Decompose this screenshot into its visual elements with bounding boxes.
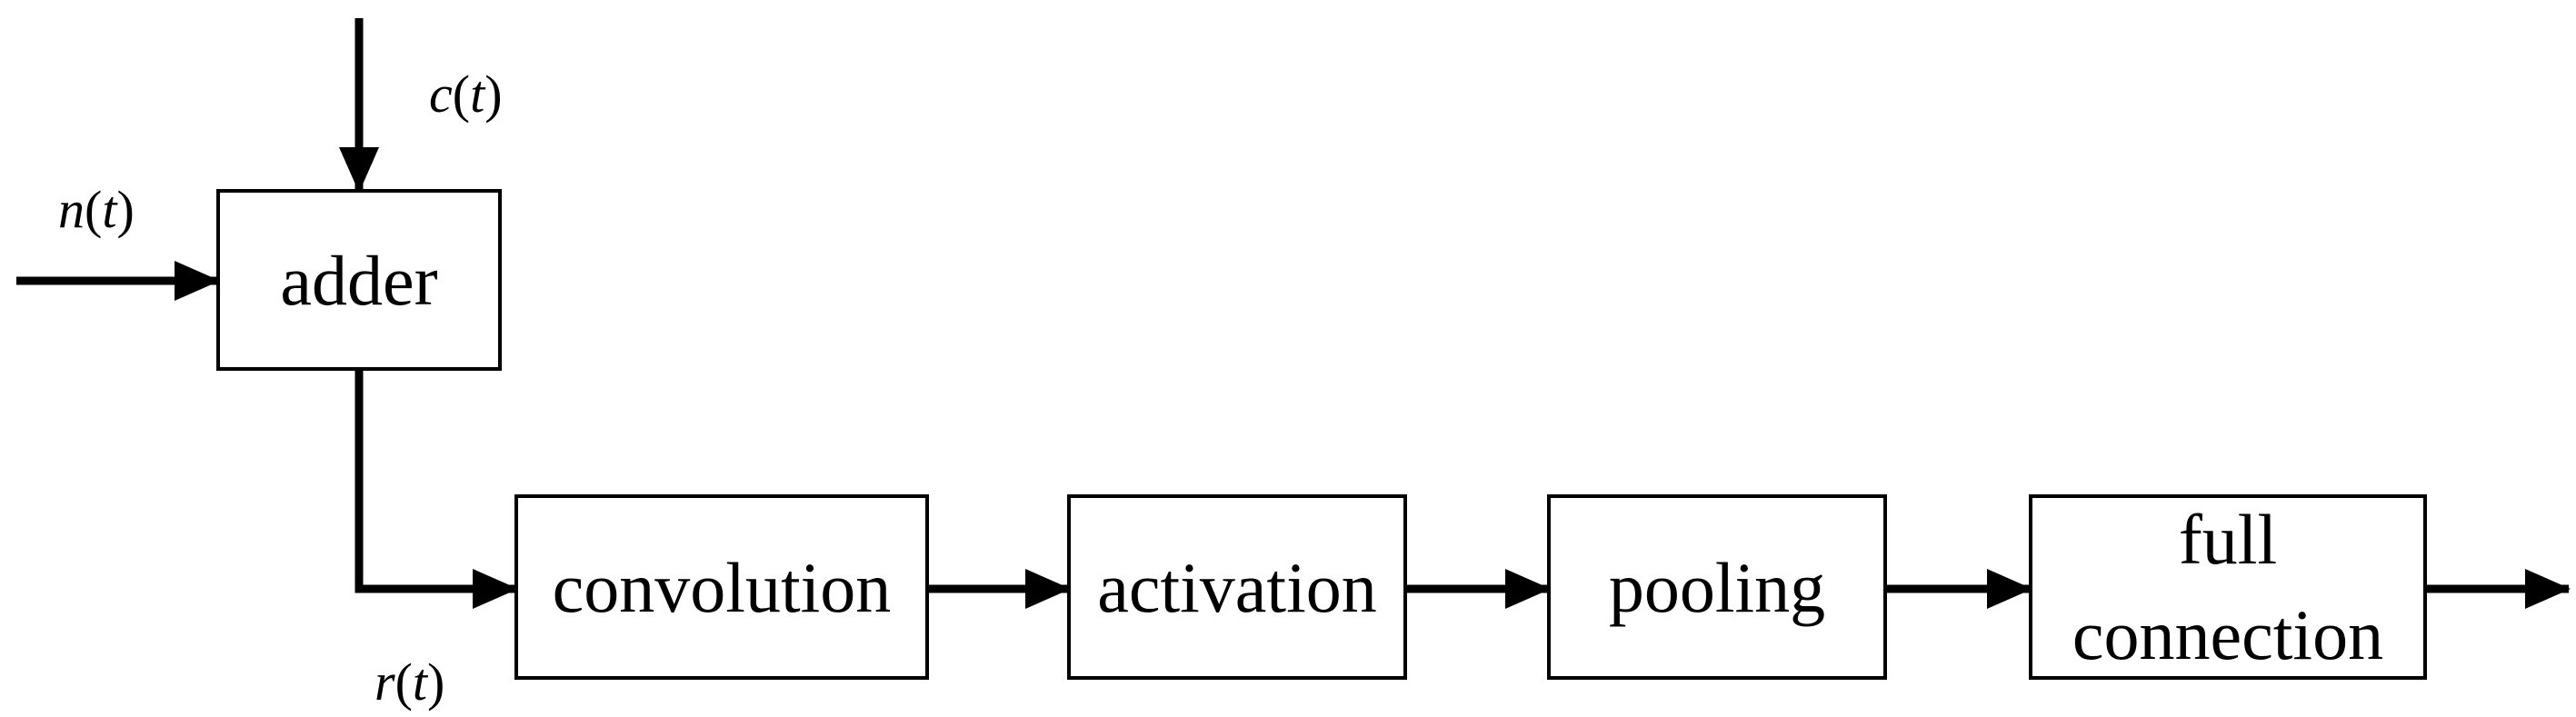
r-signal-close-paren: ) [427,652,444,712]
r-signal-label: r(t) [374,652,444,712]
c-signal-name: c [429,65,453,124]
c-signal-open-paren: ( [453,65,470,124]
adder-label: adder [280,241,437,320]
c-signal-label: c(t) [429,65,503,124]
activation-label: activation [1097,548,1377,627]
adder-to-convolution-connector [354,369,518,609]
pooling-label: pooling [1609,548,1825,627]
n-signal-close-paren: ) [116,180,134,239]
n-signal-label: n(t) [58,180,135,239]
c-signal-arg: t [470,65,486,124]
c-signal-close-paren: ) [484,65,502,124]
n-signal-arg: t [102,180,118,239]
r-signal-arg: t [413,652,429,712]
n-signal-name: n [58,180,85,239]
n-signal-open-paren: ( [85,180,102,239]
r-signal-name: r [374,652,395,712]
r-signal-open-paren: ( [395,652,413,712]
full-connection-label-line2: connection [2072,595,2383,674]
convolution-label: convolution [553,548,892,627]
full-connection-label-line1: full [2179,500,2277,579]
